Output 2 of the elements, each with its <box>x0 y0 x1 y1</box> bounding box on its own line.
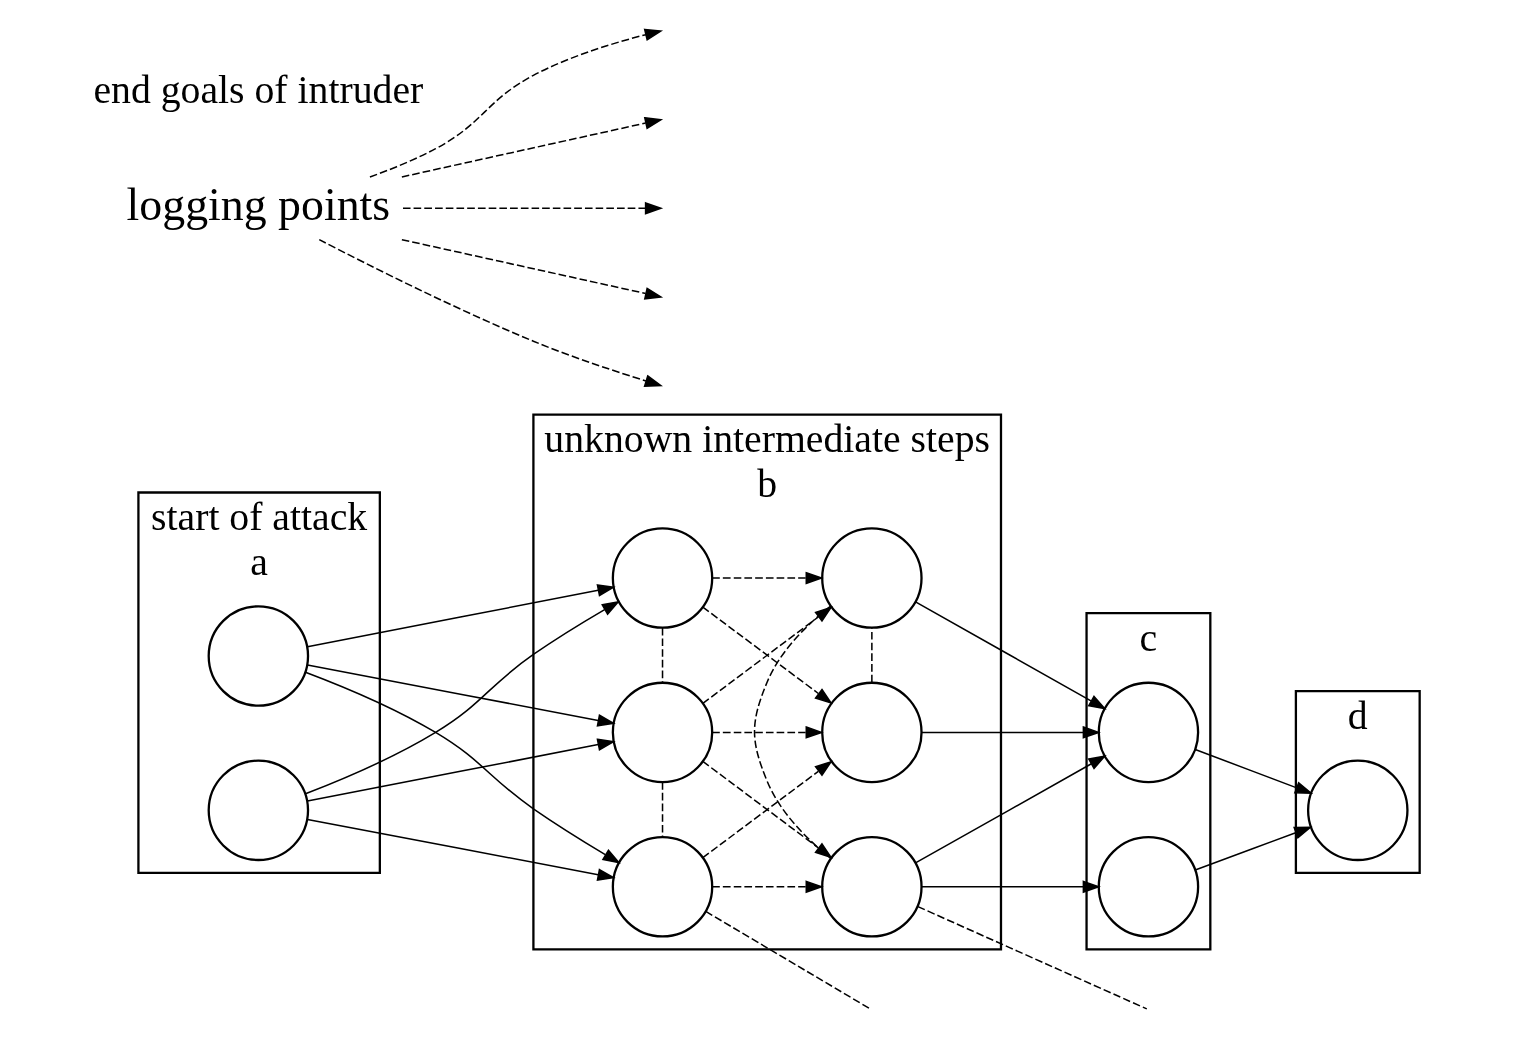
node-text: logging points <box>126 178 391 230</box>
label: end goals of intruder <box>93 68 424 113</box>
